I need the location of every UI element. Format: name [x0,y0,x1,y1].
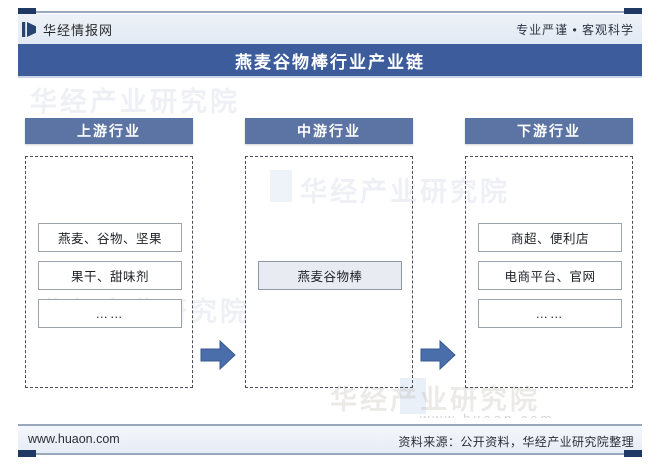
stage-header-midstream-label: 中游行业 [297,123,361,139]
list-item: 燕麦、谷物、坚果 [38,223,182,252]
brand: 华经情报网 [22,20,113,39]
top-right-cap [624,8,642,15]
title-banner: 燕麦谷物棒行业产业链 [18,44,642,76]
list-item-label: …… [95,306,125,321]
footer-source-note: 资料来源：公开资料，华经产业研究院整理 [398,435,634,449]
footer-left-cap [18,450,36,457]
banner-underline [18,76,642,78]
stage-box-downstream: 商超、便利店 电商平台、官网 …… [465,156,633,388]
list-item-label: 电商平台、官网 [504,270,596,284]
list-item: 燕麦谷物棒 [258,261,402,290]
stage-header-midstream: 中游行业 [245,118,413,144]
brand-name: 华经情报网 [43,23,114,38]
stage-box-upstream: 燕麦、谷物、坚果 果干、甜味剂 …… [25,156,193,388]
top-left-cap [18,8,36,15]
list-item: …… [478,299,622,328]
footer-bar [18,426,642,454]
footer-right-cap [624,450,642,457]
tagline: 专业严谨 • 客观科学 [516,23,634,37]
list-item-label: …… [535,306,565,321]
stage-header-downstream-label: 下游行业 [517,123,581,139]
stage-header-upstream: 上游行业 [25,118,193,144]
page-title: 燕麦谷物棒行业产业链 [235,52,425,72]
flag-mark-icon [22,22,36,37]
arrow-right-icon-upstream-to-midstream [200,340,236,370]
diagram-canvas: 华经产业研究院 华经产业研究院 华经产业研究院 华经产业研究院 www.huao… [0,78,660,418]
stage-box-midstream: 燕麦谷物棒 [245,156,413,388]
list-item-label: 商超、便利店 [510,232,589,246]
stage-header-downstream: 下游行业 [465,118,633,144]
footer-top-divider [18,424,642,426]
list-item-label: 燕麦、谷物、坚果 [57,232,162,246]
list-item: 商超、便利店 [478,223,622,252]
footer-site-url[interactable]: www.huaon.com [28,432,120,446]
list-item: 果干、甜味剂 [38,261,182,290]
list-item-label: 燕麦谷物棒 [297,270,363,284]
list-item: …… [38,299,182,328]
footer-bottom-divider [18,453,642,455]
watermark-text: 华经产业研究院 [30,87,240,117]
watermark-url: www.huaon.com [420,411,554,418]
arrow-right-icon-midstream-to-downstream [420,340,456,370]
list-item: 电商平台、官网 [478,261,622,290]
top-divider [18,11,642,13]
stage-header-upstream-label: 上游行业 [77,123,141,139]
masthead-bar [18,14,642,44]
list-item-label: 果干、甜味剂 [70,270,149,284]
